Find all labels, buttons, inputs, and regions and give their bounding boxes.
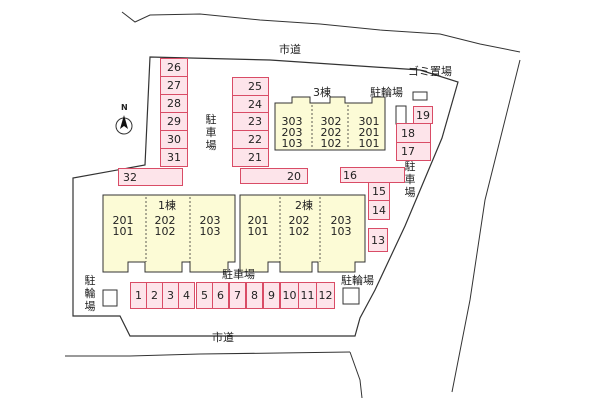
parking-space-14[interactable]: 14: [368, 200, 390, 220]
parking-space-17[interactable]: 17: [396, 142, 431, 161]
parking-space-19[interactable]: 19: [413, 106, 433, 124]
site-boundary: [72, 56, 459, 337]
room-number: 102: [154, 225, 176, 238]
parking-space-15[interactable]: 15: [368, 182, 390, 201]
room-number: 302: [320, 115, 342, 128]
parking-space-29[interactable]: 29: [160, 112, 188, 131]
room-number: 103: [281, 137, 303, 150]
parking-space-24[interactable]: 24: [232, 95, 269, 113]
parking-space-11[interactable]: 11: [298, 282, 317, 309]
parking-space-27[interactable]: 27: [160, 76, 188, 95]
parking-space-12[interactable]: 12: [316, 282, 335, 309]
parking-space-21[interactable]: 21: [232, 148, 269, 167]
parking-space-13[interactable]: 13: [368, 228, 388, 252]
room-number: 103: [330, 225, 352, 238]
room-number: 202: [154, 214, 176, 227]
parking-space-30[interactable]: 30: [160, 130, 188, 149]
room-number: 303: [281, 115, 303, 128]
bike-label-south: 駐輪場: [341, 274, 374, 287]
parking-space-4[interactable]: 4: [178, 282, 195, 309]
parking-label-east: 駐車場: [404, 160, 416, 199]
parking-space-10[interactable]: 10: [280, 282, 299, 309]
room-number: 301: [358, 115, 380, 128]
parking-space-3[interactable]: 3: [162, 282, 179, 309]
parking-space-2[interactable]: 2: [146, 282, 163, 309]
building-2-label: 2棟: [295, 199, 313, 212]
parking-space-23[interactable]: 23: [232, 112, 269, 131]
building-1-body: [102, 194, 236, 273]
room-number: 203: [281, 126, 303, 139]
room-number: 201: [247, 214, 269, 227]
road-south-edge: [65, 351, 351, 357]
room-number: 201: [358, 126, 380, 139]
bike-shelter-north: [395, 105, 407, 125]
parking-space-25[interactable]: 25: [232, 77, 269, 96]
road-southeast-edge: [349, 351, 363, 399]
parking-space-5[interactable]: 5: [196, 282, 213, 309]
parking-space-26[interactable]: 26: [160, 58, 188, 77]
room-number: 202: [320, 126, 342, 139]
parking-label-north: 駐車場: [205, 113, 217, 152]
building-3-label: 3棟: [313, 86, 331, 99]
bike-shelter-south: [342, 287, 360, 305]
room-number: 103: [199, 225, 221, 238]
parking-space-22[interactable]: 22: [232, 130, 269, 149]
room-number: 202: [288, 214, 310, 227]
parking-space-6[interactable]: 6: [212, 282, 229, 309]
bike-label-west: 駐輪場: [84, 274, 96, 313]
parking-space-16[interactable]: 16: [340, 167, 405, 183]
building-1-label: 1棟: [158, 199, 176, 212]
room-number: 101: [247, 225, 269, 238]
road-label-north: 市道: [279, 43, 301, 56]
building-3-body: [274, 96, 386, 151]
parking-label-south: 駐車場: [222, 268, 255, 281]
parking-space-18[interactable]: 18: [396, 123, 431, 143]
building-2-body: [239, 194, 366, 273]
room-number: 101: [358, 137, 380, 150]
bike-shelter-west: [102, 289, 118, 307]
parking-space-28[interactable]: 28: [160, 94, 188, 113]
building-2: [239, 194, 366, 273]
compass-label: N: [121, 103, 128, 112]
parking-space-8[interactable]: 8: [246, 282, 263, 309]
building-3: [274, 96, 386, 151]
parking-space-20[interactable]: 20: [240, 168, 308, 184]
building-1: [102, 194, 236, 273]
parking-space-32[interactable]: 32: [118, 168, 183, 186]
room-number: 201: [112, 214, 134, 227]
room-number: 102: [320, 137, 342, 150]
parking-space-1[interactable]: 1: [130, 282, 147, 309]
compass-icon: [115, 115, 133, 135]
road-east-edge: [451, 59, 521, 393]
road-label-south: 市道: [212, 331, 234, 344]
room-number: 102: [288, 225, 310, 238]
parking-space-9[interactable]: 9: [263, 282, 280, 309]
parking-space-31[interactable]: 31: [160, 148, 188, 167]
parking-space-7[interactable]: 7: [229, 282, 246, 309]
garbage-area: [412, 91, 428, 101]
road-north-edge: [121, 11, 521, 53]
room-number: 203: [199, 214, 221, 227]
bike-label-north: 駐輪場: [370, 86, 403, 99]
room-number: 101: [112, 225, 134, 238]
room-number: 203: [330, 214, 352, 227]
garbage-label: ゴミ置場: [408, 65, 452, 78]
